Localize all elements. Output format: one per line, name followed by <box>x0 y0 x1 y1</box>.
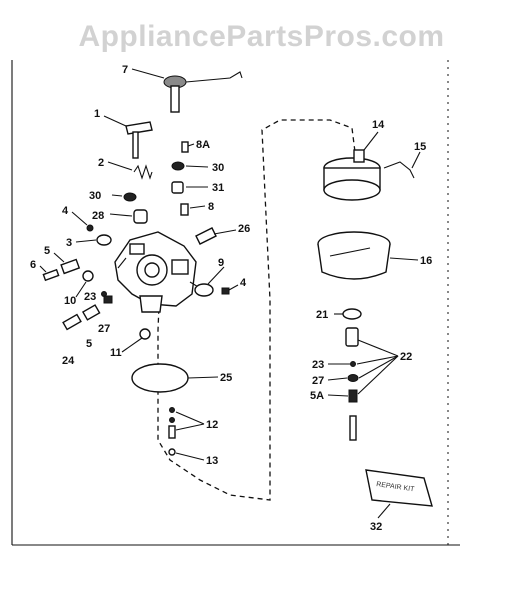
gasket-part-25 <box>131 363 189 393</box>
screw-part-4-right <box>221 287 230 295</box>
callout-25: 25 <box>220 372 232 384</box>
part-13 <box>168 448 176 456</box>
part-23-right <box>350 361 356 367</box>
callout-27-right: 27 <box>312 375 324 387</box>
choke-plate-part-3 <box>96 234 112 246</box>
callout-21: 21 <box>316 309 328 321</box>
callout-28: 28 <box>92 210 104 222</box>
part-27-left <box>103 295 113 304</box>
part-28 <box>133 209 148 224</box>
screw-part-4-left <box>86 224 94 232</box>
callout-labels: 7 1 2 30 4 28 3 5 6 10 23 27 5 24 11 8A … <box>30 64 432 533</box>
part-6 <box>42 268 60 282</box>
callout-8: 8 <box>208 201 214 213</box>
leader-lines <box>39 68 421 519</box>
part-11 <box>139 328 151 340</box>
callout-9: 9 <box>218 257 224 269</box>
callout-11: 11 <box>110 347 122 359</box>
carburetor-body <box>114 231 201 313</box>
callout-13: 13 <box>206 455 218 467</box>
callout-15: 15 <box>414 141 426 153</box>
dashed-assembly-line <box>157 119 357 501</box>
part-10 <box>82 270 94 282</box>
callout-30-left: 30 <box>89 190 101 202</box>
callout-30-top: 30 <box>212 162 224 174</box>
callout-7: 7 <box>122 64 128 76</box>
part-26 <box>195 227 217 245</box>
callout-5A: 5A <box>310 390 324 402</box>
callout-23-left: 23 <box>84 291 96 303</box>
screw-part-5-upper <box>60 258 81 275</box>
callout-5-upper: 5 <box>44 245 50 257</box>
callout-31: 31 <box>212 182 224 194</box>
bowl-bolt <box>349 415 357 441</box>
choke-shaft-part-1 <box>125 121 153 159</box>
callout-22: 22 <box>400 351 412 363</box>
part-15 <box>383 161 415 179</box>
seal-part-30-top <box>171 161 185 171</box>
nut-part-22 <box>345 327 359 347</box>
callout-32: 32 <box>370 521 382 533</box>
callout-23-right: 23 <box>312 359 324 371</box>
callout-26: 26 <box>238 223 250 235</box>
callout-6: 6 <box>30 259 36 271</box>
throttle-plate-part-9 <box>194 283 214 297</box>
part-31 <box>171 181 184 194</box>
callout-2: 2 <box>98 157 104 169</box>
callout-1: 1 <box>94 108 100 120</box>
callout-3: 3 <box>66 237 72 249</box>
float-bowl-part-16 <box>317 231 391 280</box>
seal-part-30-left <box>123 192 137 202</box>
callout-10: 10 <box>64 295 76 307</box>
needle-part-24 <box>62 313 82 331</box>
part-5A <box>348 389 358 403</box>
bowl-cover-part-14 <box>323 149 381 201</box>
callout-5-lower: 5 <box>86 338 92 350</box>
callout-4-right: 4 <box>240 277 247 289</box>
callout-27-left: 27 <box>98 323 110 335</box>
callout-24: 24 <box>62 355 75 367</box>
repair-kit-tag-part-32 <box>365 469 433 507</box>
throttle-shaft-part-7 <box>163 71 243 113</box>
callout-4-left: 4 <box>62 205 69 217</box>
spring-part-2 <box>133 164 153 180</box>
part-27-right <box>347 374 359 382</box>
site-watermark: AppliancePartsPros.com <box>78 20 445 53</box>
part-8A <box>181 141 189 153</box>
screw-part-8 <box>180 203 189 216</box>
callout-8A: 8A <box>196 139 210 151</box>
callout-14: 14 <box>372 119 385 131</box>
gasket-part-21 <box>342 308 362 320</box>
parts-12 <box>168 407 176 439</box>
screw-part-5-lower <box>81 304 101 321</box>
callout-12: 12 <box>206 419 218 431</box>
callout-16: 16 <box>420 255 432 267</box>
